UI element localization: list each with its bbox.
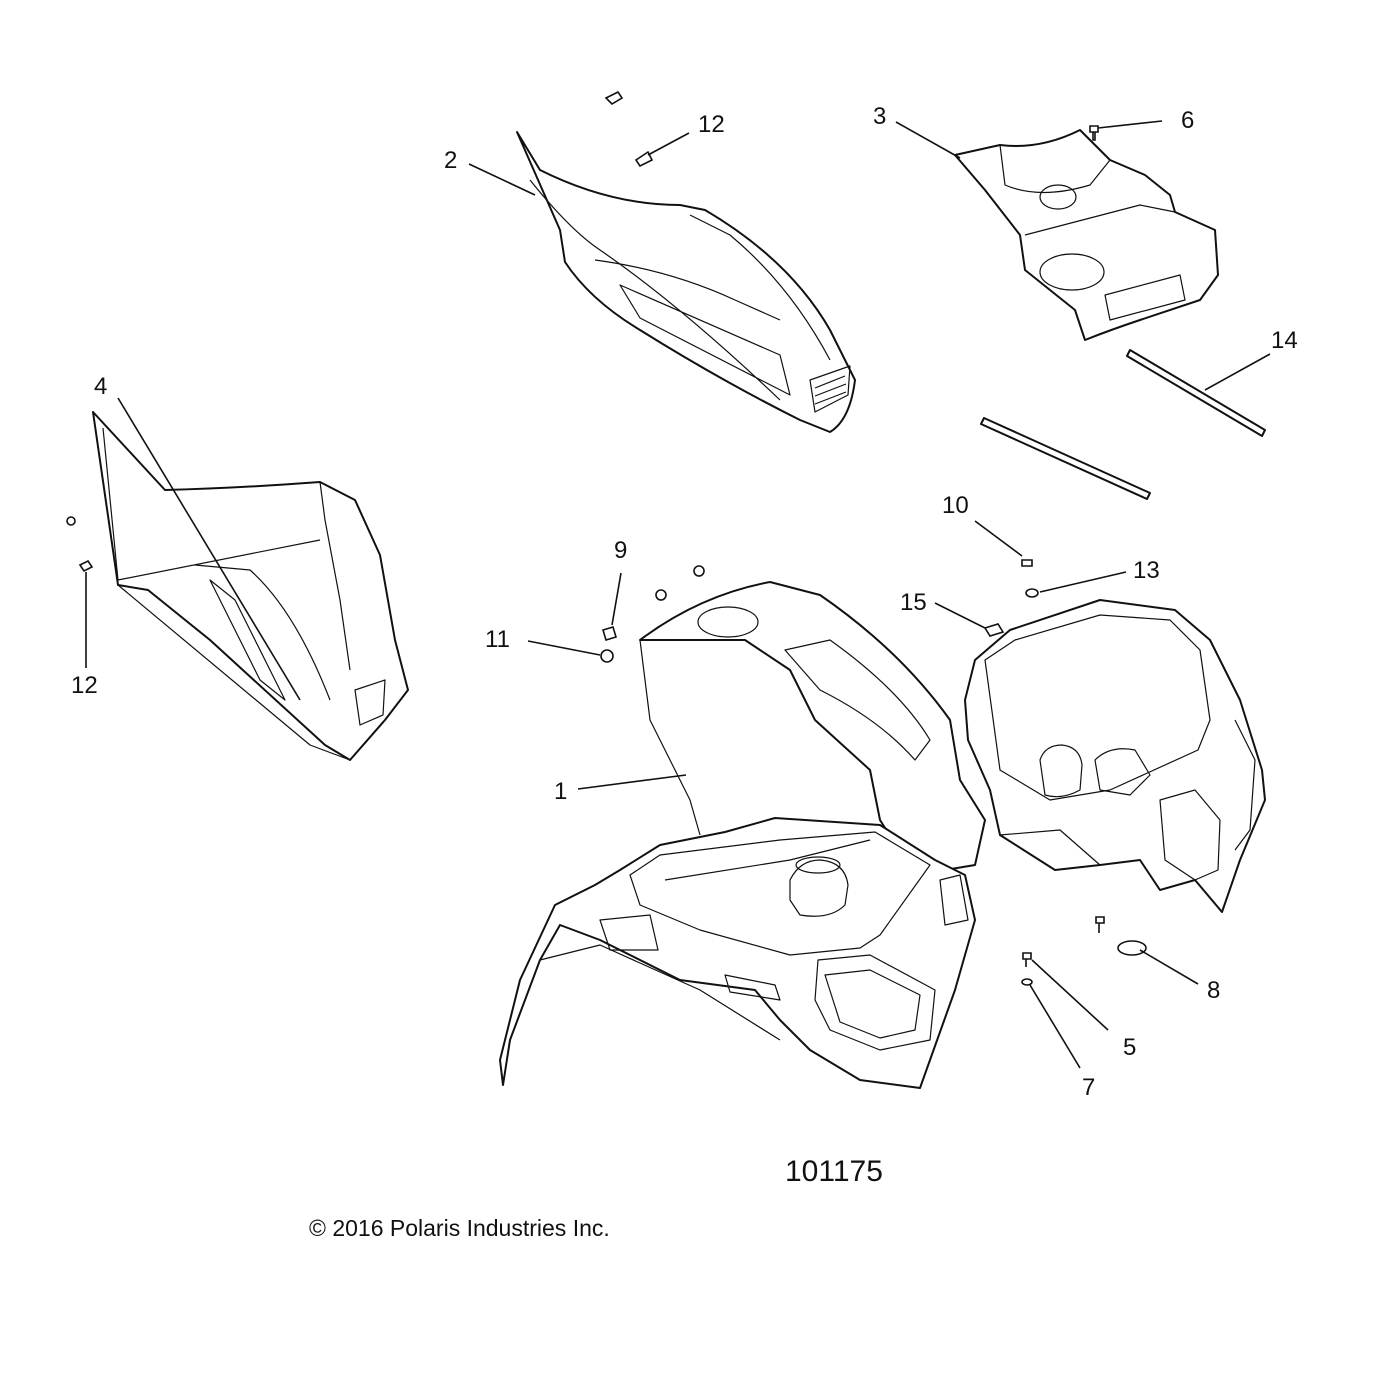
callout-11: 11 [485, 626, 510, 653]
hardware [66, 90, 1147, 986]
callout-6: 6 [1181, 107, 1194, 134]
callout-3: 3 [873, 103, 886, 130]
part-3-rear-tray [954, 129, 1219, 341]
callouts: 1 2 3 4 5 6 7 8 9 10 11 12 12 13 14 15 [71, 103, 1298, 1101]
leader-lines [85, 120, 1271, 1069]
push-rivet-top [604, 90, 624, 106]
screw-6 [1089, 125, 1099, 141]
nut-11 [600, 649, 614, 663]
part-1-rear-section [964, 599, 1266, 913]
grommet-b [693, 565, 705, 577]
part-14-rods [980, 349, 1266, 500]
screw-8 [1095, 916, 1105, 933]
callout-9: 9 [614, 537, 627, 564]
callout-12-top: 12 [698, 111, 725, 138]
callout-14: 14 [1271, 327, 1298, 354]
callout-13: 13 [1133, 557, 1160, 584]
callout-4: 4 [94, 373, 107, 400]
part-2-side-panel [516, 131, 856, 433]
washer-7 [1021, 978, 1033, 986]
part-1-front-fender [499, 581, 986, 1089]
copyright-notice: © 2016 Polaris Industries Inc. [309, 1215, 610, 1241]
fastener-left-upper [66, 516, 76, 526]
push-rivet-12-left [78, 559, 94, 573]
bolt-9 [602, 626, 617, 641]
grommet-a [655, 589, 667, 601]
part-4-left-panel [92, 411, 409, 761]
callout-10: 10 [942, 492, 969, 519]
push-rivet-12-top [634, 150, 654, 168]
callout-5: 5 [1123, 1034, 1136, 1061]
washer-13 [1025, 588, 1039, 598]
callout-15: 15 [900, 589, 927, 616]
screw-5 [1022, 952, 1032, 967]
callout-1: 1 [554, 778, 567, 805]
callout-7: 7 [1082, 1074, 1095, 1101]
screw-10 [1021, 559, 1033, 567]
callout-8: 8 [1207, 977, 1220, 1004]
clip-15 [983, 623, 1005, 637]
plate-8 [1117, 940, 1147, 956]
callout-12-left: 12 [71, 672, 98, 699]
callout-2: 2 [444, 147, 457, 174]
figure-number: 101175 [785, 1155, 883, 1188]
